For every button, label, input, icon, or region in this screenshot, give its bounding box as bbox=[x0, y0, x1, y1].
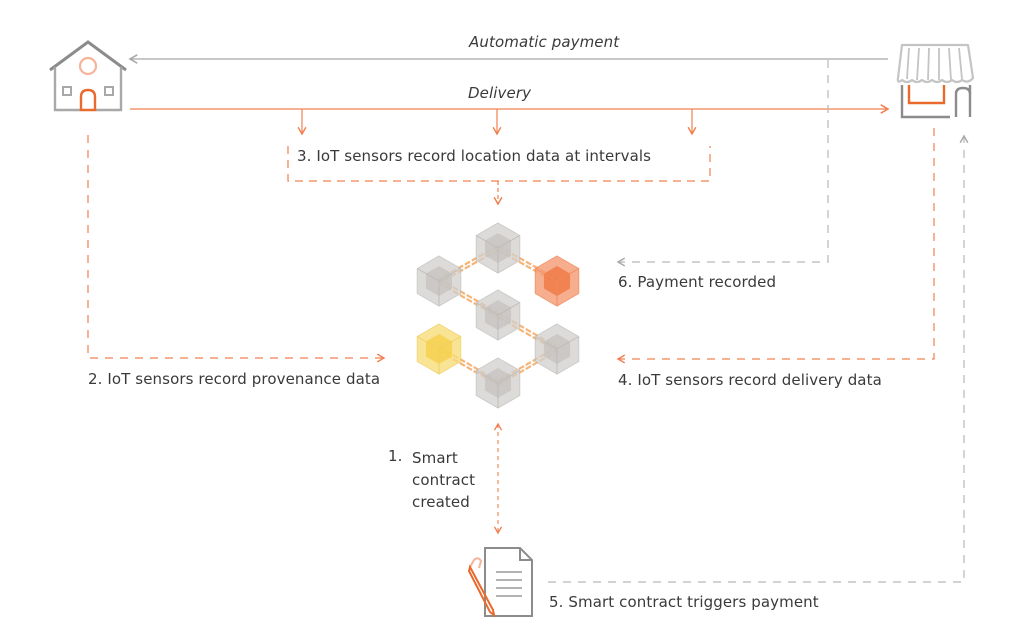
block-cube-yellow bbox=[416, 323, 462, 375]
step6-label: 6. Payment recorded bbox=[618, 273, 777, 291]
block-cube-gray bbox=[534, 323, 580, 375]
block-cube-gray bbox=[416, 255, 462, 307]
blockchain-icon bbox=[416, 222, 580, 409]
store-icon bbox=[896, 43, 975, 119]
step1-number: 1. bbox=[388, 447, 403, 465]
step1-line: created bbox=[412, 493, 470, 511]
step1-text: Smart contract created bbox=[412, 447, 475, 513]
step1-line: Smart bbox=[412, 449, 458, 467]
home-icon bbox=[49, 40, 127, 112]
step5-label: 5. Smart contract triggers payment bbox=[549, 593, 819, 611]
block-cube-gray bbox=[475, 289, 521, 341]
step2-dashed-path bbox=[87, 135, 386, 363]
step6-dashed-path bbox=[616, 60, 829, 267]
block-cube-gray bbox=[475, 222, 521, 274]
step3-dashed-box bbox=[287, 146, 711, 182]
block-cube-orange bbox=[534, 255, 580, 307]
step2-label: 2. IoT sensors record provenance data bbox=[88, 370, 381, 388]
step3-label: 3. IoT sensors record location data at i… bbox=[297, 147, 652, 165]
contract-document-icon bbox=[467, 547, 533, 618]
block-cube-gray bbox=[475, 357, 521, 409]
automatic-payment-label: Automatic payment bbox=[469, 33, 620, 51]
delivery-label: Delivery bbox=[468, 84, 532, 102]
step4-label: 4. IoT sensors record delivery data bbox=[618, 371, 882, 389]
step1-line: contract bbox=[412, 471, 476, 489]
step4-dashed-path bbox=[616, 128, 935, 364]
step5-dashed-path bbox=[548, 134, 969, 583]
